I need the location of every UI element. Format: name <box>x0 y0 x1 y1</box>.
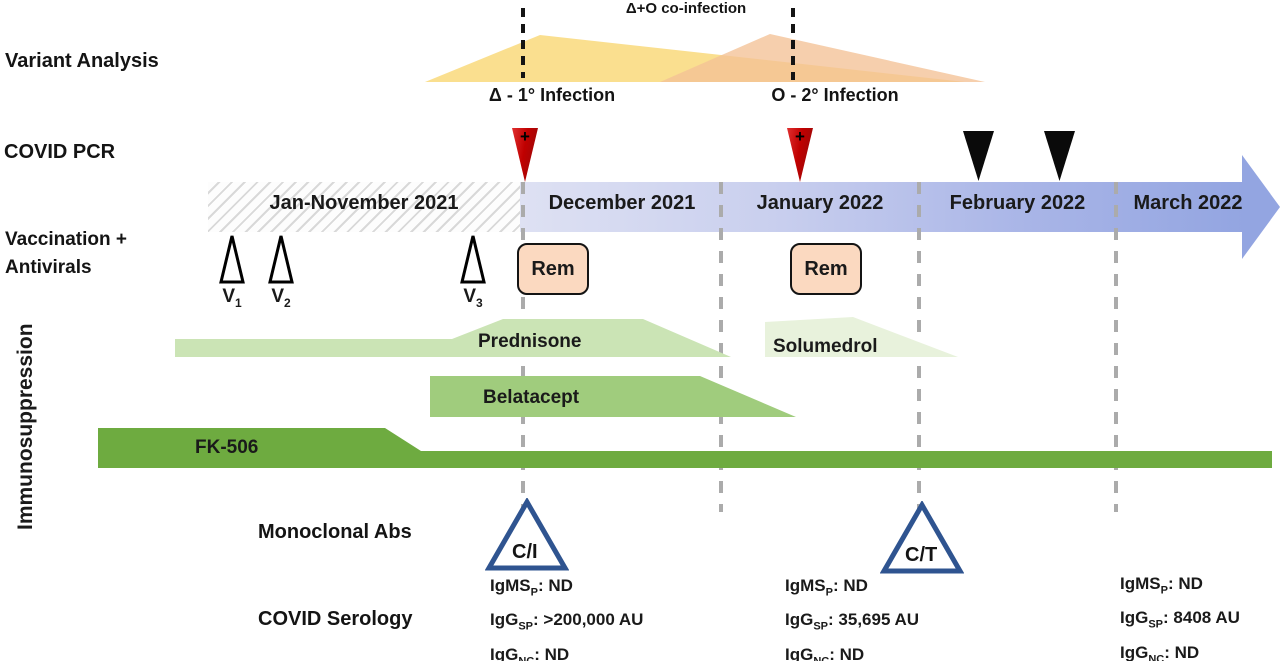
serology-line: IgGSP: >200,000 AU <box>490 610 644 633</box>
omicron-wave-shape <box>660 34 985 82</box>
timeline-label-february-2022: February 2022 <box>949 192 1086 214</box>
vaccine-dose-1-label: V1 <box>222 286 242 310</box>
open-triangle-icon <box>268 235 294 284</box>
covid-serology-row-label: COVID Serology <box>258 608 413 630</box>
timeline-segment-hatched <box>208 182 520 232</box>
guide-line-jan <box>719 182 723 512</box>
serology-line: IgGNC: ND <box>785 644 865 661</box>
delta-infection-dashed-line <box>521 8 525 78</box>
fk506-label: FK-506 <box>195 437 259 458</box>
pcr-plus-icon: + <box>795 127 805 146</box>
monoclonal-ct-label: C/T <box>905 544 938 566</box>
serology-panel-march: IgMSP: ND IgGSP: 8408 AU IgGNC: ND <box>1120 570 1240 661</box>
monoclonal-ci-label: C/I <box>512 541 538 563</box>
timeline-label-january-2022: January 2022 <box>756 192 884 214</box>
timeline-label-march-2022: March 2022 <box>1133 192 1243 214</box>
serology-line: IgGNC: ND <box>490 644 570 661</box>
remdesivir-label: Rem <box>804 257 848 280</box>
remdesivir-label: Rem <box>531 257 575 280</box>
remdesivir-box-1: Rem <box>517 243 589 295</box>
coinfection-label: Δ+O co-infection <box>625 0 747 17</box>
omicron-infection-dashed-line <box>791 8 795 80</box>
solumedrol-shape <box>765 317 958 357</box>
serology-panel-december: IgMSP: ND IgGSP: >200,000 AU IgGNC: ND <box>490 572 643 661</box>
serology-line: IgMSP: ND <box>785 576 868 599</box>
vaccine-dose-2-marker: V2 <box>268 234 294 310</box>
serology-line: IgMSP: ND <box>1120 574 1203 597</box>
monoclonal-abs-row-label: Monoclonal Abs <box>258 521 412 543</box>
belatacept-shape <box>430 376 796 417</box>
pcr-plus-icon: + <box>520 127 530 146</box>
vaccine-dose-3-marker: V3 <box>460 234 486 310</box>
open-triangle-icon <box>460 235 486 284</box>
immunosuppression-row-label: Immunosuppression <box>14 323 37 531</box>
timeline-bar <box>520 182 1244 232</box>
timeline-label-december-2021: December 2021 <box>548 192 696 214</box>
vaccine-dose-3-label: V3 <box>463 286 483 310</box>
vaccine-dose-1-marker: V1 <box>219 234 245 310</box>
serology-line: IgGSP: 35,695 AU <box>785 610 920 633</box>
belatacept-label: Belatacept <box>483 387 580 408</box>
prednisone-shape <box>175 319 731 357</box>
fk506-shape <box>98 428 1272 468</box>
delta-infection-label: Δ - 1° Infection <box>488 85 616 105</box>
monoclonal-ct-triangle <box>880 501 964 574</box>
serology-line: IgGSP: 8408 AU <box>1120 608 1240 631</box>
vaccination-row-label-line2: Antivirals <box>5 257 92 278</box>
vaccine-dose-2-label: V2 <box>271 286 291 310</box>
covid-pcr-row-label: COVID PCR <box>4 141 116 163</box>
serology-panel-january: IgMSP: ND IgGSP: 35,695 AU IgGNC: ND <box>785 572 919 661</box>
open-triangle-icon <box>219 235 245 284</box>
variant-waves <box>425 34 985 82</box>
guide-line-mar <box>1114 182 1118 512</box>
serology-line: IgGNC: ND <box>1120 642 1200 661</box>
vaccination-row-label-line1: Vaccination + <box>5 229 127 250</box>
timeline-label-jan-nov-2021: Jan-November 2021 <box>269 192 459 214</box>
remdesivir-box-2: Rem <box>790 243 862 295</box>
omicron-infection-label: O - 2° Infection <box>771 85 899 105</box>
solumedrol-label: Solumedrol <box>773 336 878 357</box>
prednisone-label: Prednisone <box>478 331 582 352</box>
variant-analysis-row-label: Variant Analysis <box>5 50 159 72</box>
monoclonal-ci-triangle <box>485 498 569 571</box>
serology-line: IgMSP: ND <box>490 576 573 599</box>
